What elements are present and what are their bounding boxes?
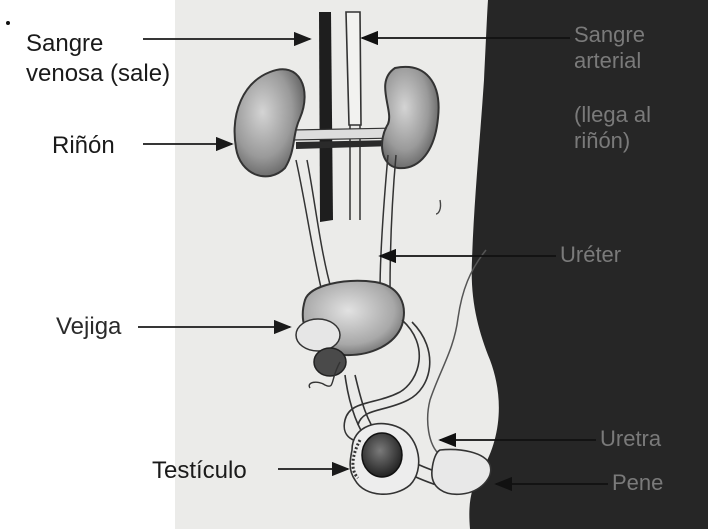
label-llega-1: (llega al	[574, 102, 651, 127]
label-sangre-venosa-1: Sangre	[26, 30, 103, 57]
label-sangre-arterial-2: arterial	[574, 48, 641, 73]
label-llega-2: riñón)	[574, 128, 630, 153]
label-ureter: Uréter	[560, 242, 621, 267]
label-sangre-venosa-2: venosa (sale)	[26, 60, 170, 87]
label-pene: Pene	[612, 470, 663, 495]
label-vejiga: Vejiga	[56, 313, 122, 340]
label-uretra: Uretra	[600, 426, 662, 451]
label-testiculo: Testículo	[152, 457, 247, 484]
label-rinon: Riñón	[52, 132, 115, 159]
label-sangre-arterial-1: Sangre	[574, 22, 645, 47]
